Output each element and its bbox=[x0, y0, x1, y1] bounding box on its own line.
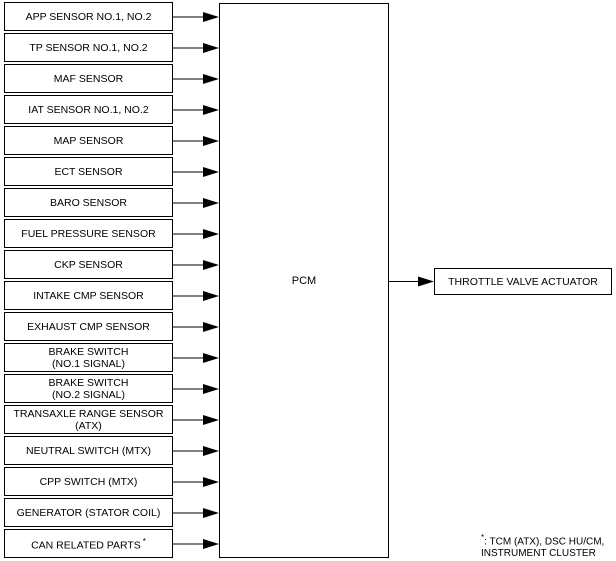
input-label-line: TRANSAXLE RANGE SENSOR bbox=[13, 407, 164, 420]
pcm-label: PCM bbox=[291, 274, 317, 287]
input-box: BRAKE SWITCH(NO.2 SIGNAL) bbox=[4, 374, 173, 403]
input-label: CPP SWITCH (MTX) bbox=[40, 476, 138, 488]
input-arrow-arrowhead bbox=[203, 539, 219, 549]
input-label: NEUTRAL SWITCH (MTX) bbox=[26, 445, 151, 457]
input-arrow-arrowhead bbox=[203, 291, 219, 301]
input-arrow-arrowhead bbox=[203, 260, 219, 270]
output-arrow-arrowhead bbox=[418, 276, 434, 287]
input-label-line: CAN RELATED PARTS bbox=[31, 539, 141, 552]
input-arrow-arrowhead bbox=[203, 508, 219, 518]
input-label: MAP SENSOR bbox=[54, 135, 124, 147]
input-arrow-arrowhead bbox=[203, 229, 219, 239]
input-arrow-arrowhead bbox=[203, 74, 219, 84]
input-label-line: EXHAUST CMP SENSOR bbox=[27, 320, 150, 333]
input-label: BRAKE SWITCH(NO.2 SIGNAL) bbox=[49, 377, 129, 401]
input-label-line: BRAKE SWITCH bbox=[48, 376, 129, 389]
input-arrow-arrowhead bbox=[203, 43, 219, 53]
input-label: TP SENSOR NO.1, NO.2 bbox=[29, 42, 147, 54]
input-box: IAT SENSOR NO.1, NO.2 bbox=[4, 95, 173, 124]
input-label-line: APP SENSOR NO.1, NO.2 bbox=[25, 10, 152, 23]
input-arrow-arrowhead bbox=[203, 415, 219, 425]
input-label-line: ECT SENSOR bbox=[54, 165, 123, 178]
input-arrow-arrowhead bbox=[203, 477, 219, 487]
input-label-line: INTAKE CMP SENSOR bbox=[33, 289, 144, 302]
footnote-line-2: INSTRUMENT CLUSTER bbox=[481, 548, 596, 560]
input-arrow-arrowhead bbox=[203, 384, 219, 394]
input-box: NEUTRAL SWITCH (MTX) bbox=[4, 436, 173, 465]
input-label: CKP SENSOR bbox=[54, 259, 123, 271]
input-label-line: TP SENSOR NO.1, NO.2 bbox=[29, 41, 148, 54]
input-label: ECT SENSOR bbox=[54, 166, 122, 178]
input-label-line: MAF SENSOR bbox=[53, 72, 124, 85]
input-arrow-arrowhead bbox=[203, 353, 219, 363]
input-box: CAN RELATED PARTS* bbox=[4, 529, 173, 558]
input-arrow-arrowhead bbox=[203, 198, 219, 208]
input-box: INTAKE CMP SENSOR bbox=[4, 281, 173, 310]
input-label: GENERATOR (STATOR COIL) bbox=[17, 507, 161, 519]
input-label-line: (NO.1 SIGNAL) bbox=[52, 357, 125, 370]
input-label: TRANSAXLE RANGE SENSOR(ATX) bbox=[14, 408, 164, 432]
input-arrow-arrowhead bbox=[203, 105, 219, 115]
input-arrow-arrowhead bbox=[203, 136, 219, 146]
input-box: TP SENSOR NO.1, NO.2 bbox=[4, 33, 173, 62]
input-box: TRANSAXLE RANGE SENSOR(ATX) bbox=[4, 405, 173, 434]
input-box: MAP SENSOR bbox=[4, 126, 173, 155]
input-label: EXHAUST CMP SENSOR bbox=[27, 321, 150, 333]
input-label: FUEL PRESSURE SENSOR bbox=[21, 228, 155, 240]
input-label-line: (NO.2 SIGNAL) bbox=[52, 388, 125, 401]
throttle-valve-actuator-box: THROTTLE VALVE ACTUATOR bbox=[434, 268, 612, 295]
pcm-box: PCM bbox=[219, 3, 389, 558]
input-label-line: MAP SENSOR bbox=[53, 134, 124, 147]
footnote-mark: * bbox=[481, 533, 485, 542]
input-arrow-arrowhead bbox=[203, 167, 219, 177]
input-label: BRAKE SWITCH(NO.1 SIGNAL) bbox=[49, 346, 129, 370]
input-box: BRAKE SWITCH(NO.1 SIGNAL) bbox=[4, 343, 173, 372]
input-box: EXHAUST CMP SENSOR bbox=[4, 312, 173, 341]
input-box: BARO SENSOR bbox=[4, 188, 173, 217]
input-box: MAF SENSOR bbox=[4, 64, 173, 93]
input-label: CAN RELATED PARTS* bbox=[31, 536, 146, 552]
input-label-line: BARO SENSOR bbox=[49, 196, 128, 209]
input-label-line: GENERATOR (STATOR COIL) bbox=[16, 506, 161, 519]
input-arrow-arrowhead bbox=[203, 322, 219, 332]
input-box: FUEL PRESSURE SENSOR bbox=[4, 219, 173, 248]
input-label-line: FUEL PRESSURE SENSOR bbox=[21, 227, 156, 240]
input-box: GENERATOR (STATOR COIL) bbox=[4, 498, 173, 527]
input-label: MAF SENSOR bbox=[54, 73, 123, 85]
footnote-line-1: : TCM (ATX), DSC HU/CM, bbox=[484, 536, 605, 548]
input-arrow-arrowhead bbox=[203, 446, 219, 456]
footnote: *: TCM (ATX), DSC HU/CM, INSTRUMENT CLUS… bbox=[481, 532, 613, 560]
input-box: CKP SENSOR bbox=[4, 250, 173, 279]
input-box: CPP SWITCH (MTX) bbox=[4, 467, 173, 496]
input-label: APP SENSOR NO.1, NO.2 bbox=[26, 11, 152, 23]
input-label-line: (ATX) bbox=[75, 419, 102, 432]
input-label-line: CPP SWITCH (MTX) bbox=[39, 475, 138, 488]
input-label-line: NEUTRAL SWITCH (MTX) bbox=[25, 444, 152, 457]
input-label-line: IAT SENSOR NO.1, NO.2 bbox=[28, 103, 149, 116]
output-label: THROTTLE VALVE ACTUATOR bbox=[448, 275, 598, 288]
input-box: APP SENSOR NO.1, NO.2 bbox=[4, 2, 173, 31]
input-label: IAT SENSOR NO.1, NO.2 bbox=[28, 104, 148, 116]
input-label: INTAKE CMP SENSOR bbox=[33, 290, 143, 302]
input-label-line: CKP SENSOR bbox=[54, 258, 123, 271]
input-arrow-arrowhead bbox=[203, 12, 219, 22]
input-label: BARO SENSOR bbox=[50, 197, 127, 209]
footnote-reference-mark: * bbox=[142, 536, 146, 546]
input-box: ECT SENSOR bbox=[4, 157, 173, 186]
input-label-line: BRAKE SWITCH bbox=[48, 345, 129, 358]
